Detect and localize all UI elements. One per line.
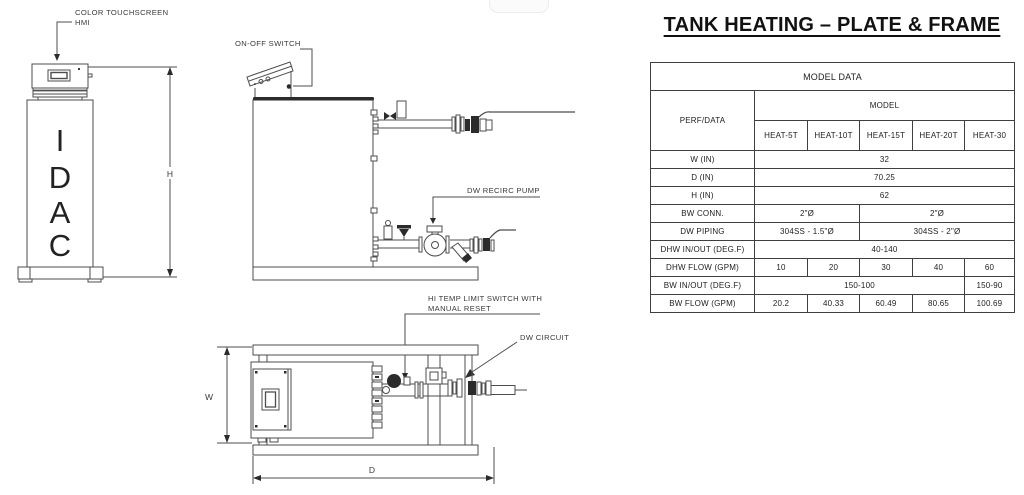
union-coupling bbox=[451, 114, 465, 134]
dw-recirc-pump-leader-line bbox=[430, 196, 540, 224]
hmi-label-line1: COLOR TOUCHSCREEN bbox=[75, 8, 168, 17]
row-value-cell: 62 bbox=[754, 186, 1015, 205]
dw-circuit-label: DW CIRCUIT bbox=[520, 333, 569, 342]
model-columns-row: HEAT-5T HEAT-10T HEAT-15T HEAT-20T HEAT-… bbox=[651, 120, 1015, 151]
dimension-w: W bbox=[205, 346, 252, 444]
row-value-cell: 20 bbox=[807, 258, 860, 277]
row-label-cell: D (IN) bbox=[650, 168, 755, 187]
table-row: DW PIPING 304SS - 1.5"Ø 304SS - 2"Ø bbox=[650, 222, 1015, 241]
row-value-cell: 60 bbox=[964, 258, 1015, 277]
relief-valve-symbol bbox=[384, 100, 407, 120]
gauge-symbol bbox=[383, 220, 393, 240]
hi-temp-label-line1: HI TEMP LIMIT SWITCH WITH bbox=[428, 294, 542, 303]
dimension-d: D bbox=[252, 447, 495, 484]
hmi-label-line2: HMI bbox=[75, 18, 90, 27]
hi-temp-label-line2: MANUAL RESET bbox=[428, 304, 491, 313]
table-row: BW FLOW (GPM) 20.2 40.33 60.49 80.65 100… bbox=[650, 294, 1015, 313]
row-value-cell: 70.25 bbox=[754, 168, 1015, 187]
row-value-cell: 40-140 bbox=[754, 240, 1015, 259]
table-row: DHW FLOW (GPM) 10 20 30 40 60 bbox=[650, 258, 1015, 277]
row-value-cell: 20.2 bbox=[754, 294, 808, 313]
row-value-cell: 10 bbox=[754, 258, 808, 277]
row-value-cell: 150-100 bbox=[754, 276, 965, 295]
row-label-cell: W (IN) bbox=[650, 150, 755, 169]
table-row: D (IN) 70.25 bbox=[650, 168, 1015, 187]
page-title: TANK HEATING – PLATE & FRAME bbox=[663, 14, 1001, 36]
model-data-table: MODEL DATA PERF/DATA MODEL HEAT-5T HEAT-… bbox=[650, 62, 1015, 313]
cropped-ui-fragment bbox=[489, 0, 549, 13]
dw-circuit-couplings bbox=[447, 378, 527, 398]
row-value-cell: 80.65 bbox=[912, 294, 965, 313]
hmi-leader-line bbox=[54, 21, 72, 61]
engineering-drawings: COLOR TOUCHSCREEN HMI I D bbox=[17, 8, 575, 484]
table-row: W (IN) 32 bbox=[650, 150, 1015, 169]
unit-housing-top bbox=[250, 361, 383, 443]
model-header-cell: MODEL bbox=[754, 90, 1015, 121]
tower-letter-a: A bbox=[50, 195, 71, 230]
on-off-switch-label: ON-OFF SWITCH bbox=[235, 39, 301, 48]
row-label-cell: H (IN) bbox=[650, 186, 755, 205]
pump-symbol bbox=[418, 225, 450, 257]
row-value-cell: 2"Ø bbox=[754, 204, 860, 223]
hmi-tower-drawing: COLOR TOUCHSCREEN HMI I D bbox=[17, 8, 177, 283]
dimension-h: H bbox=[88, 66, 177, 278]
model-column-header: HEAT-30 bbox=[964, 120, 1015, 151]
row-label-cell: BW IN/OUT (DEG.F) bbox=[650, 276, 755, 295]
perf-data-header-cell: PERF/DATA bbox=[650, 90, 755, 151]
model-column-header: HEAT-10T bbox=[807, 120, 860, 151]
row-value-cell: 32 bbox=[754, 150, 1015, 169]
row-label-cell: DW PIPING bbox=[650, 222, 755, 241]
row-label-cell: DHW FLOW (GPM) bbox=[650, 258, 755, 277]
tower-base bbox=[17, 266, 104, 283]
row-label-cell: DHW IN/OUT (DEG.F) bbox=[650, 240, 755, 259]
row-value-cell: 2"Ø bbox=[859, 204, 1015, 223]
control-panel-sloped bbox=[246, 61, 294, 99]
row-value-cell: 150-90 bbox=[964, 276, 1015, 295]
row-label-cell: BW FLOW (GPM) bbox=[650, 294, 755, 313]
lower-piping bbox=[372, 220, 516, 263]
top-view-piping bbox=[382, 367, 527, 399]
model-column-header: HEAT-20T bbox=[912, 120, 965, 151]
dim-h-label: H bbox=[167, 169, 173, 179]
table-header-row: PERF/DATA MODEL bbox=[650, 90, 1015, 151]
row-value-cell: 304SS - 2"Ø bbox=[859, 222, 1015, 241]
row-value-cell: 40.33 bbox=[807, 294, 860, 313]
table-title-row: MODEL DATA bbox=[650, 62, 1015, 91]
table-row: BW CONN. 2"Ø 2"Ø bbox=[650, 204, 1015, 223]
row-label-cell: BW CONN. bbox=[650, 204, 755, 223]
tower-letter-i: I bbox=[56, 123, 65, 158]
tower-cabinet: I D A C bbox=[26, 99, 94, 268]
table-title: MODEL DATA bbox=[650, 62, 1015, 91]
row-value-cell: 304SS - 1.5"Ø bbox=[754, 222, 860, 241]
row-value-cell: 100.69 bbox=[964, 294, 1015, 313]
upper-piping bbox=[372, 100, 575, 135]
coupling-valve-cluster bbox=[469, 229, 516, 254]
table-row: BW IN/OUT (DEG.F) 150-100 150-90 bbox=[650, 276, 1015, 295]
dw-recirc-pump-label: DW RECIRC PUMP bbox=[467, 186, 540, 195]
tower-letter-c: C bbox=[49, 228, 71, 263]
row-value-cell: 40 bbox=[912, 258, 965, 277]
hmi-panel bbox=[31, 63, 93, 101]
tank-top-view-drawing: HI TEMP LIMIT SWITCH WITH MANUAL RESET D… bbox=[205, 294, 569, 484]
y-strainer-symbol bbox=[451, 242, 472, 263]
hi-temp-switch-housing bbox=[425, 367, 447, 385]
dim-d-label: D bbox=[369, 465, 375, 475]
row-value-cell: 30 bbox=[859, 258, 913, 277]
table-row: H (IN) 62 bbox=[650, 186, 1015, 205]
on-off-switch-leader-line bbox=[286, 48, 313, 89]
model-column-header: HEAT-5T bbox=[754, 120, 808, 151]
tower-letter-d: D bbox=[49, 160, 71, 195]
tank-body bbox=[252, 97, 479, 281]
model-column-header: HEAT-15T bbox=[859, 120, 913, 151]
tank-side-view-drawing: ON-OFF SWITCH bbox=[235, 39, 575, 281]
gate-valve-symbol bbox=[397, 225, 411, 240]
table-row: DHW IN/OUT (DEG.F) 40-140 bbox=[650, 240, 1015, 259]
ball-valve-symbol bbox=[465, 111, 575, 133]
row-value-cell: 60.49 bbox=[859, 294, 913, 313]
dim-w-label: W bbox=[205, 392, 213, 402]
